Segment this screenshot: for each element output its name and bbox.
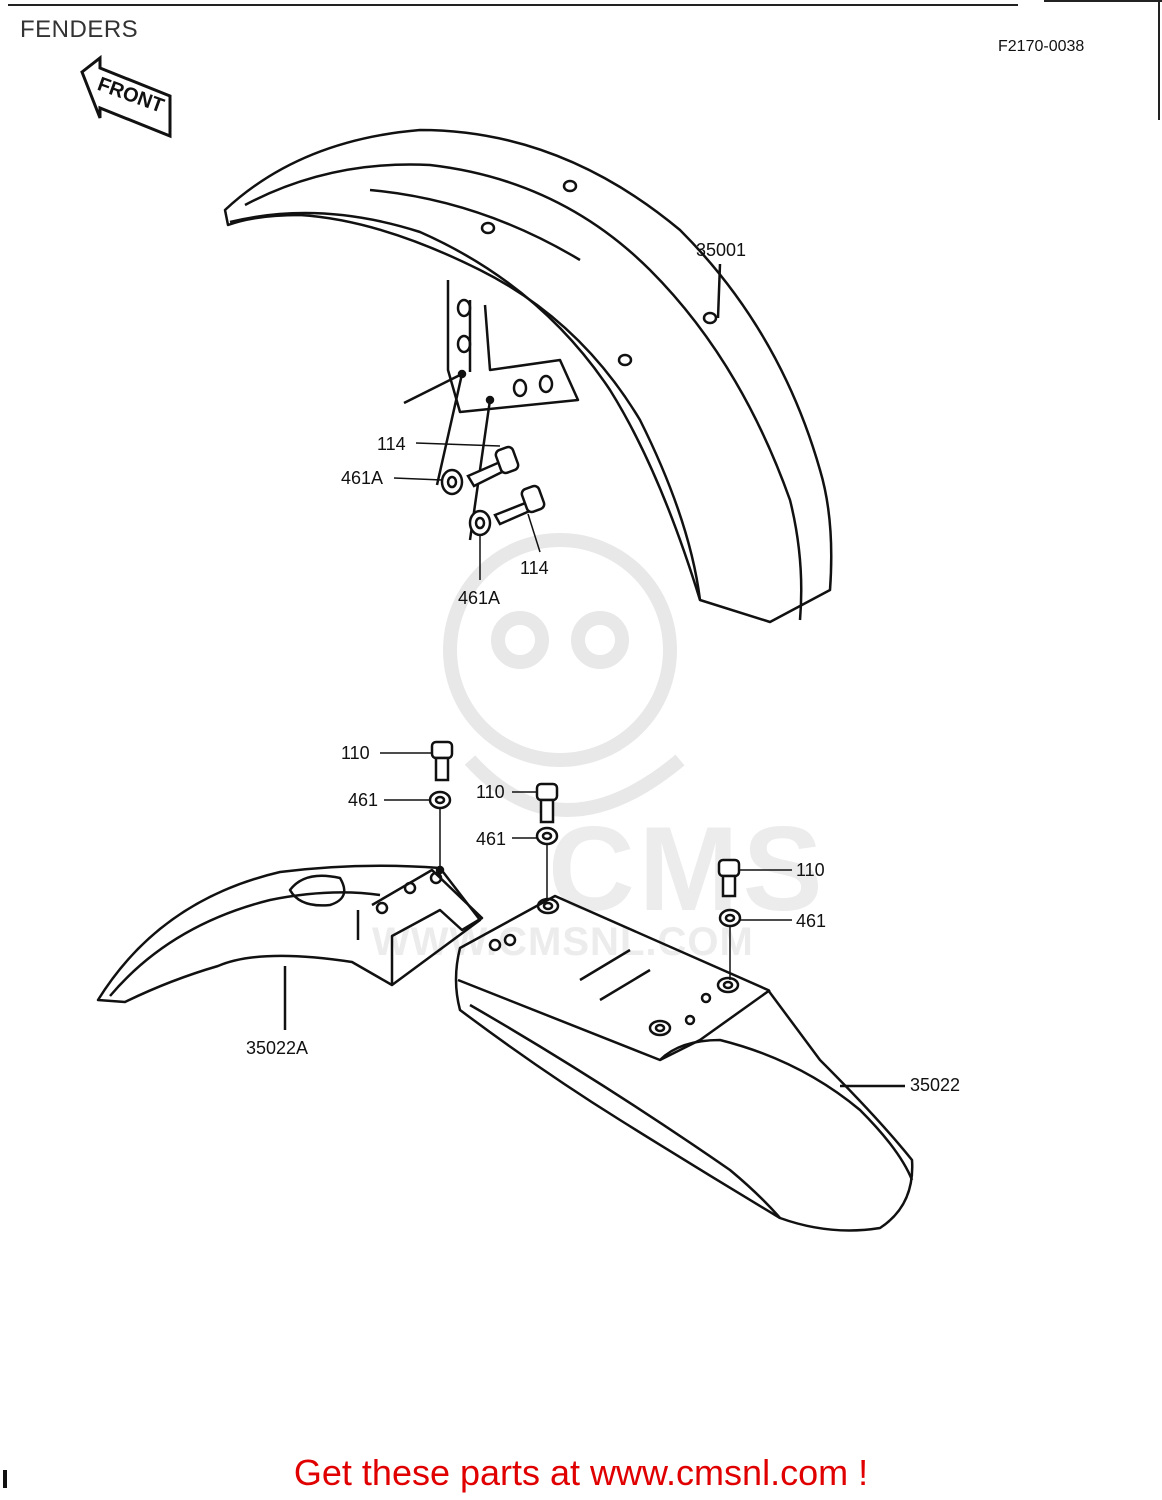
washer-461a-lower-icon xyxy=(468,509,492,537)
callout-35022a: 35022A xyxy=(246,1038,309,1058)
callout-461-2: 461 xyxy=(476,829,507,849)
bolt-110-2-icon xyxy=(535,782,559,824)
washer-461-1-icon xyxy=(428,790,452,810)
front-callout-leaders xyxy=(393,442,541,580)
right-border-line xyxy=(1158,0,1160,120)
washer-461-2-icon xyxy=(535,826,559,846)
front-direction-arrow-icon: FRONT xyxy=(80,54,172,139)
bolt-110-1-icon xyxy=(430,740,454,782)
bolt-110-3-icon xyxy=(717,858,741,898)
page-title: FENDERS xyxy=(20,16,139,43)
washer-461a-upper-icon xyxy=(440,468,464,496)
top-border-line-right xyxy=(1044,0,1162,2)
front-fender-35001 xyxy=(223,128,833,624)
washer-461-3-icon xyxy=(718,908,742,928)
callout-35022: 35022 xyxy=(910,1075,961,1095)
rear-fender-35022 xyxy=(454,894,914,1232)
rear-callout-leaders xyxy=(380,752,792,980)
callout-461-1: 461 xyxy=(348,790,379,810)
diagram-code: F2170-0038 xyxy=(998,38,1085,55)
callout-114-lower: 114 xyxy=(520,558,549,578)
footer-shop-link[interactable]: Get these parts at www.cmsnl.com ! xyxy=(293,1452,869,1493)
watermark-mascot-icon xyxy=(443,533,685,817)
callout-461a-upper: 461A xyxy=(341,468,384,488)
bolt-114-upper-icon xyxy=(466,445,520,488)
callout-35001: 35001 xyxy=(696,240,747,260)
callout-110-3: 110 xyxy=(796,860,825,880)
callout-114-upper: 114 xyxy=(377,434,406,454)
callout-461-3: 461 xyxy=(796,911,827,931)
left-edge-mark xyxy=(3,1470,7,1488)
callout-461a-lower: 461A xyxy=(458,588,501,608)
callout-110-1: 110 xyxy=(341,743,370,763)
top-border-line xyxy=(8,4,1018,6)
callout-110-2: 110 xyxy=(476,782,505,802)
rear-fender-front-section-35022a xyxy=(96,864,484,1030)
watermark-url: WWW.CMSNL.COM xyxy=(372,920,754,964)
bolt-114-lower-icon xyxy=(493,484,546,526)
